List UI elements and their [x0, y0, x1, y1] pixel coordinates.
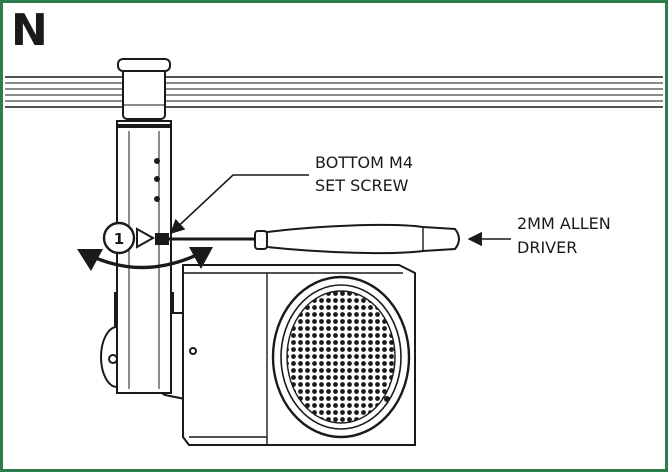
- step-badge: 1: [102, 221, 156, 255]
- allen-driver-tool: [169, 223, 460, 255]
- step-letter: N: [11, 5, 48, 56]
- set-screw-label-line1: BOTTOM M4: [315, 153, 413, 172]
- lens-with-louvre: [271, 275, 411, 439]
- driver-label-line1: 2MM ALLEN: [517, 214, 611, 233]
- set-screw-head: [155, 233, 169, 245]
- rotation-arrow-icon: [77, 247, 213, 271]
- step-number: 1: [114, 230, 124, 248]
- callout-leaders: [169, 174, 511, 247]
- set-screw-label-line2: SET SCREW: [315, 176, 409, 195]
- support-pole: [116, 58, 172, 394]
- ceiling-rail: [5, 76, 663, 108]
- mounting-diagram: 1 BOTTOM M4 SET SCREW 2MM ALLEN DRIVER: [5, 58, 663, 446]
- driver-label-line2: DRIVER: [517, 238, 577, 257]
